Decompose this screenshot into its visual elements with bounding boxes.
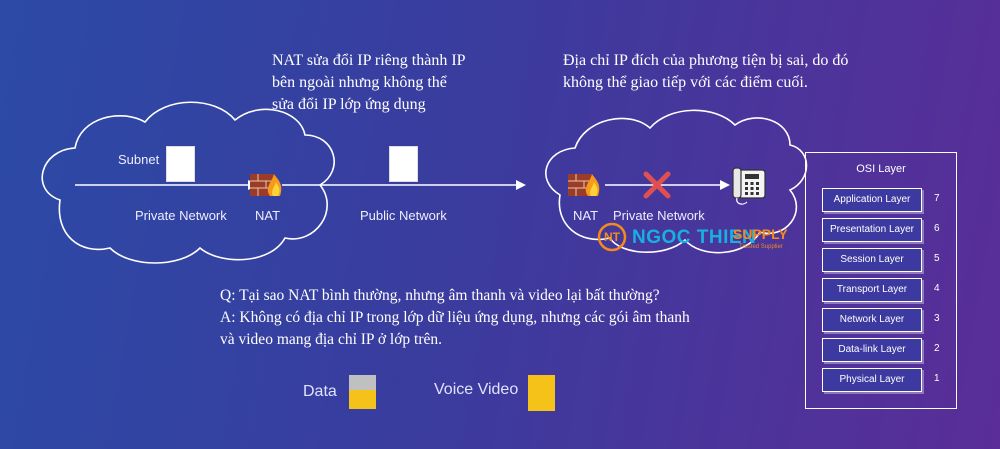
osi-layer-box: Presentation Layer (822, 218, 922, 242)
public-packet (389, 146, 418, 182)
left-cloud (41, 101, 335, 264)
nat-note-line-3: sửa đổi IP lớp ứng dụng (272, 96, 426, 113)
dest-note: Địa chỉ IP đích của phương tiện bị sai, … (563, 50, 903, 94)
brand-accent: SUPPLY (733, 226, 788, 242)
subnet-packet (166, 146, 195, 182)
osi-title: OSI Layer (856, 163, 906, 175)
legend-data-swatch-bottom (349, 390, 376, 409)
question-text: Q: Tại sao NAT bình thường, nhưng âm tha… (220, 287, 660, 304)
answer-line-2: và video mang địa chỉ IP ở lớp trên. (220, 331, 443, 348)
nat-note: NAT sửa đổi IP riêng thành IP bên ngoài … (272, 50, 532, 116)
public-network-label: Public Network (360, 208, 447, 223)
firewall-icon (568, 174, 600, 196)
osi-layer-number: 7 (934, 193, 940, 204)
brand-logo-letters: NT (604, 230, 620, 244)
qa-block: Q: Tại sao NAT bình thường, nhưng âm tha… (220, 285, 780, 351)
osi-layer-number: 1 (934, 373, 940, 384)
brand-name: NGOC THIEN (632, 227, 757, 248)
nat-note-line-2: bên ngoài nhưng không thể (272, 74, 447, 91)
legend-data-swatch (349, 375, 376, 409)
firewall-icon (250, 174, 282, 196)
osi-layer-box: Session Layer (822, 248, 922, 272)
brand-logo-icon (597, 222, 627, 252)
blocked-x-icon (643, 171, 671, 199)
private-network-label: Private Network (135, 208, 227, 223)
answer-line-1: A: Không có địa chỉ IP trong lớp dữ liệu… (220, 309, 690, 326)
legend-data-swatch-top (349, 375, 376, 390)
osi-layer-box: Network Layer (822, 308, 922, 332)
osi-layer-number: 4 (934, 283, 940, 294)
nat-label-right: NAT (573, 208, 599, 223)
osi-layer-number: 2 (934, 343, 940, 354)
private-network-label-right: Private Network (613, 208, 705, 223)
osi-layer-number: 3 (934, 313, 940, 324)
arrowhead-public (516, 180, 526, 190)
osi-layer-number: 6 (934, 223, 940, 234)
nat-note-line-1: NAT sửa đổi IP riêng thành IP (272, 52, 466, 69)
dest-note-line-2: không thể giao tiếp với các điểm cuối. (563, 74, 808, 91)
legend-voice-video-swatch (528, 375, 555, 411)
legend-data-label: Data (303, 383, 337, 400)
dest-note-line-1: Địa chỉ IP đích của phương tiện bị sai, … (563, 52, 849, 69)
osi-layer-box: Transport Layer (822, 278, 922, 302)
brand-watermark: NT NGOC THIEN SUPPLY Trusted Supplier (600, 226, 790, 256)
arrowhead-right (720, 180, 730, 190)
phone-icon (732, 167, 766, 205)
osi-layer-box: Data-link Layer (822, 338, 922, 362)
brand-tagline: Trusted Supplier (739, 244, 783, 250)
subnet-label: Subnet (118, 152, 160, 167)
nat-label: NAT (255, 208, 281, 223)
osi-layer-number: 5 (934, 253, 940, 264)
osi-layer-box: Application Layer (822, 188, 922, 212)
legend-voice-video-label: Voice Video (434, 381, 519, 398)
osi-layer-box: Physical Layer (822, 368, 922, 392)
